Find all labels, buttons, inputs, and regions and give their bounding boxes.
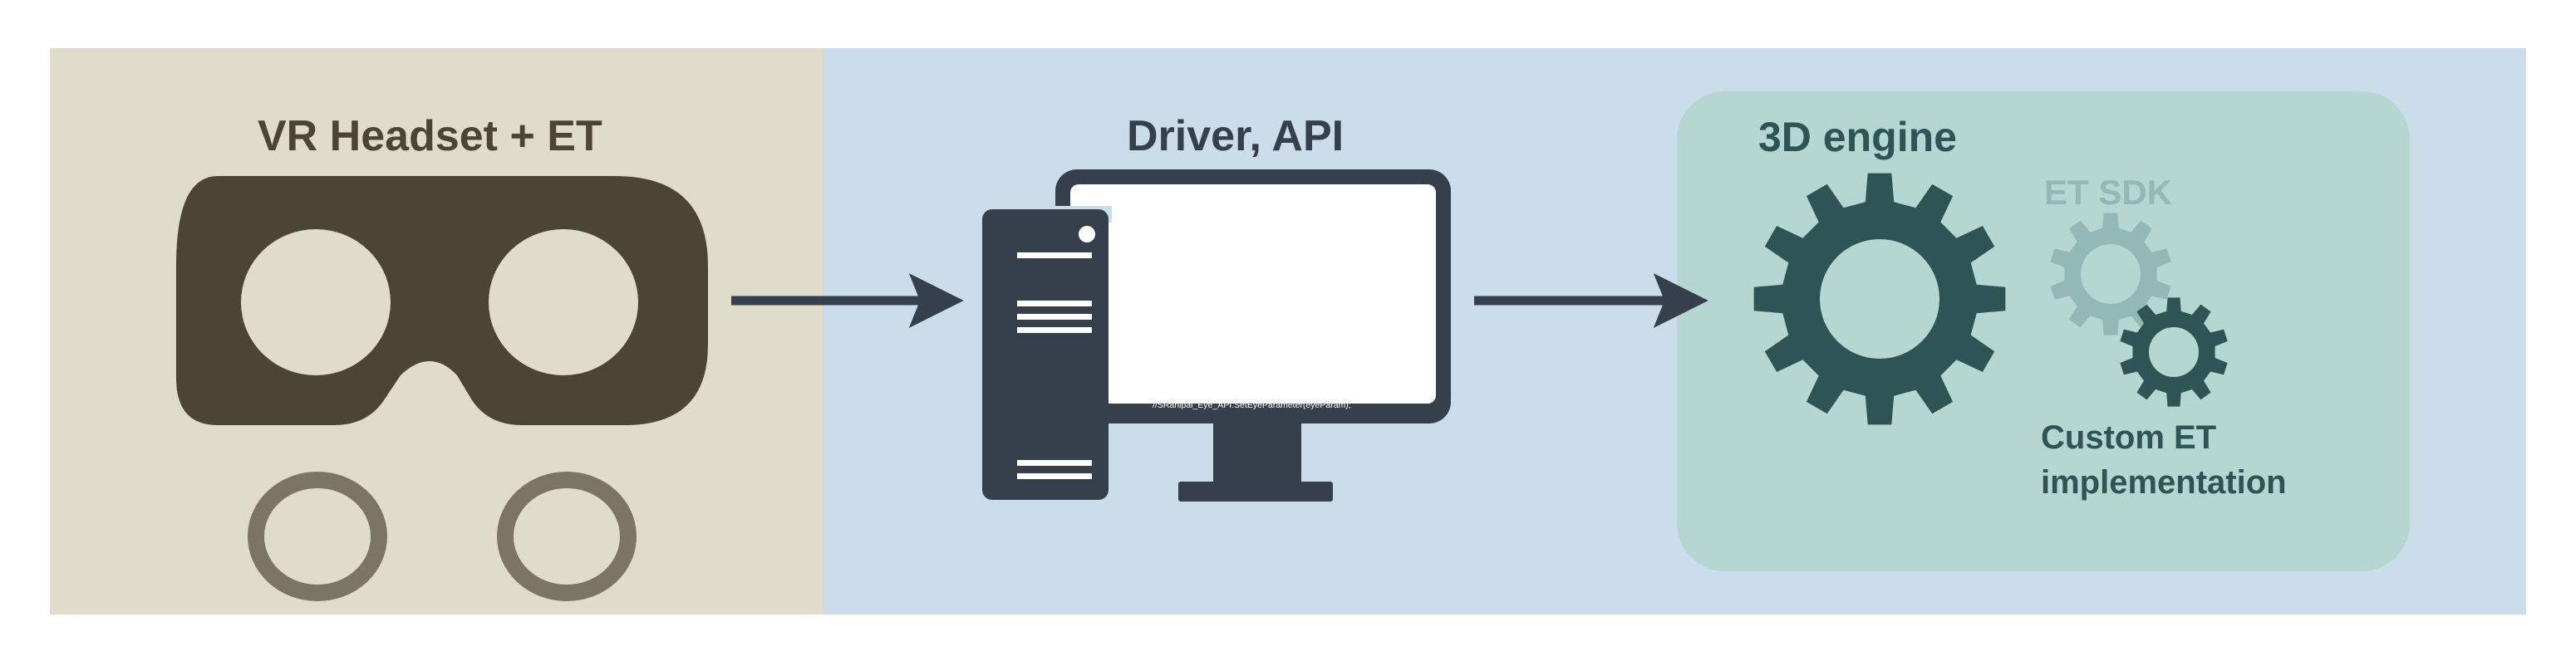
vr-headset-icon (176, 176, 708, 425)
code-line: { (1153, 312, 1156, 322)
sdk-gear-icon (2050, 213, 2171, 335)
custom-label-line2: implementation (2041, 464, 2287, 501)
large-gear-icon (1753, 173, 2006, 425)
code-line: //EyeParameter eyeParam = new EyeParamet… (1153, 377, 1348, 387)
code-line: { (1153, 242, 1156, 252)
sdk-label: ET SDK (2044, 173, 2173, 212)
code-line: return; (1163, 266, 1187, 276)
gear-shape (1753, 173, 2006, 425)
code-line: //SRanipal_Eye_API.SetEyeParameter(eyePa… (1153, 400, 1351, 410)
gear-shape (2120, 297, 2228, 407)
code-line: private void Start() (1143, 208, 1214, 218)
code-line: if (!SRanipal_Eye_Framework.Instance.Ena… (1153, 231, 1351, 241)
code-line: //eyeParam.gaze_ray_parameter = param; (1153, 389, 1317, 399)
driver-title: Driver, API (1127, 112, 1345, 160)
code-line: { (1143, 219, 1146, 229)
code-line: //param.sensitive_factor = 1; (1153, 365, 1262, 375)
computer-tower-icon (979, 206, 1112, 500)
custom-implementation-label: Custom ET implementation (2041, 415, 2287, 505)
code-line: if (runCalibrationOnStart) (1143, 301, 1240, 311)
code-block: private void Start(){if (!SRanipal_Eye_F… (1143, 208, 1364, 410)
code-line: enabled = false; (1163, 254, 1224, 264)
custom-gear-icon (2120, 297, 2228, 407)
code-line: SRanipal_Eye_API.LaunchEyeCalibration(Sy… (1163, 324, 1364, 334)
engine-title: 3D engine (1758, 114, 1957, 160)
headset-title: VR Headset + ET (258, 112, 602, 160)
eye-lens-icon (248, 472, 637, 601)
code-line: //GazeRayParameter param = new GazeRayPa… (1153, 354, 1359, 364)
monitor-icon (1055, 169, 1451, 502)
gear-shape (2050, 213, 2171, 335)
code-line: } (1153, 277, 1156, 287)
code-line: } (1143, 289, 1146, 299)
code-line: } (1153, 335, 1156, 345)
custom-label-line1: Custom ET (2041, 419, 2217, 456)
